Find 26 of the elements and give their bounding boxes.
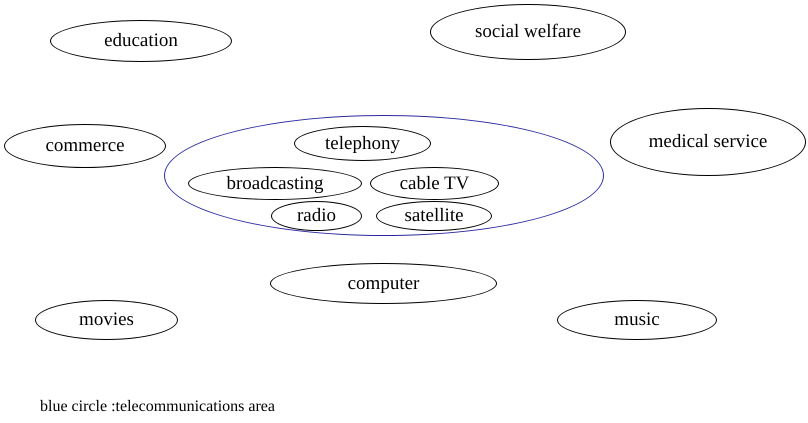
- topic-ellipse: [35, 300, 178, 340]
- topic-label: radio: [296, 205, 336, 227]
- topic-label: commerce: [45, 135, 125, 157]
- topic-ellipse: [557, 300, 717, 340]
- legend-note: blue circle :telecommunications area: [40, 398, 275, 416]
- topic-label: education: [104, 30, 178, 52]
- topic-ellipse: [4, 124, 166, 168]
- topic-label: telephony: [325, 132, 400, 154]
- topic-label: computer: [348, 272, 420, 294]
- topic-ellipse: [610, 108, 806, 176]
- topic-ellipse: [430, 4, 626, 60]
- topic-label: satellite: [404, 205, 464, 227]
- topic-label: music: [614, 309, 660, 331]
- topic-ellipse: [376, 201, 492, 231]
- topic-label: movies: [79, 309, 134, 331]
- telecom-area-ellipse: [164, 115, 604, 236]
- topic-label: social welfare: [474, 21, 582, 43]
- topic-label: cable TV: [400, 172, 470, 194]
- topic-ellipse: [50, 20, 232, 62]
- topic-label: broadcasting: [226, 172, 324, 194]
- topic-ellipse: [370, 167, 499, 200]
- topic-ellipse: [271, 201, 362, 231]
- topic-ellipse: [188, 167, 362, 200]
- topic-ellipse: [270, 263, 497, 304]
- topic-label: medical service: [648, 131, 768, 153]
- topic-ellipse: [294, 126, 431, 161]
